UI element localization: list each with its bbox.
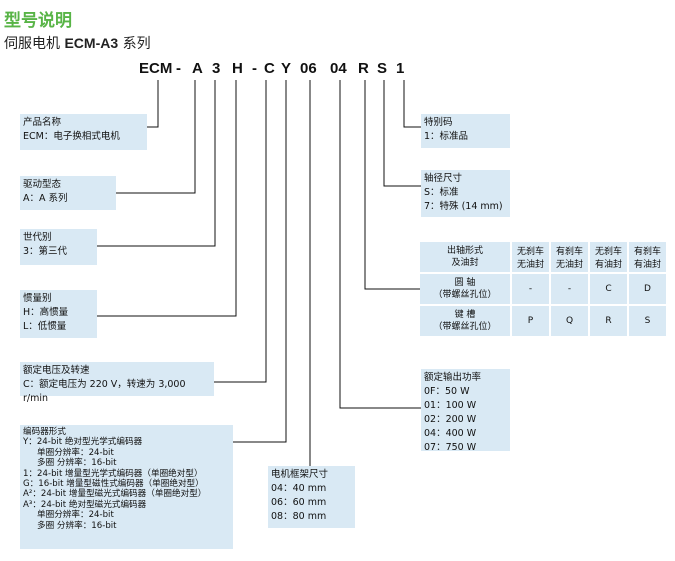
encoder-a3: A³：24-bit 绝对型磁光式编码器 xyxy=(23,499,147,510)
table-cell: - xyxy=(512,274,549,304)
rated-power-01: 01：100 W xyxy=(424,400,477,411)
inertia-low: L：低惯量 xyxy=(23,321,67,332)
table-cell: - xyxy=(551,274,588,304)
shaft-table-header-cell: 有刹车有油封 xyxy=(629,242,666,272)
product-name-title: 产品名称 xyxy=(23,117,62,128)
table-cell: P xyxy=(512,306,549,336)
rated-power-0f: 0F：50 W xyxy=(424,386,470,397)
code-h: H xyxy=(232,60,243,77)
encoder-box: 编码器形式 Y：24-bit 绝对型光学式编码器 单圈分辨率：24-bit 多圈… xyxy=(20,425,233,549)
generation-box: 世代别 3：第三代 xyxy=(20,229,97,265)
encoder-a3-multi: 多圈 分辨率：16-bit xyxy=(37,520,117,531)
table-cell: C xyxy=(590,274,627,304)
encoder-y-multi: 多圈 分辨率：16-bit xyxy=(37,458,117,469)
frame-08: 08：80 mm xyxy=(271,511,327,522)
code-04: 04 xyxy=(330,60,347,77)
encoder-y-single: 单圈分辨率：24-bit xyxy=(37,447,114,458)
drive-type-title: 驱动型态 xyxy=(23,179,62,190)
encoder-1: 1：24-bit 增量型光学式编码器（单圈绝对型） xyxy=(23,468,203,479)
page-subtitle: 伺服电机 ECM-A3 系列 xyxy=(4,33,151,53)
encoder-title: 编码器形式 xyxy=(23,427,66,437)
shaft-row-label: 圆 轴（带螺丝孔位） xyxy=(420,274,510,304)
code-3: 3 xyxy=(212,60,221,77)
shaft-row-label: 键 槽（带螺丝孔位） xyxy=(420,306,510,336)
encoder-a3-single: 单圈分辨率：24-bit xyxy=(37,510,114,521)
frame-box: 电机框架尺寸 04：40 mm 06：60 mm 08：80 mm xyxy=(268,466,355,528)
encoder-g: G：16-bit 增量型磁性式编码器（单圈绝对型） xyxy=(23,479,204,490)
table-cell: D xyxy=(629,274,666,304)
table-cell: Q xyxy=(551,306,588,336)
rated-voltage-title: 额定电压及转速 xyxy=(23,365,90,376)
drive-type-value: A：A 系列 xyxy=(23,193,68,204)
table-cell: R xyxy=(590,306,627,336)
table-row: 键 槽（带螺丝孔位） P Q R S xyxy=(420,306,666,336)
code-a: A xyxy=(192,60,203,77)
frame-04: 04：40 mm xyxy=(271,483,327,494)
subtitle-model: ECM-A3 xyxy=(64,35,119,51)
inertia-high: H：高惯量 xyxy=(23,307,69,318)
rated-voltage-value: C：额定电压为 220 V，转速为 3,000 r/min xyxy=(23,379,186,404)
shaft-table-header-cell: 无刹车无油封 xyxy=(512,242,549,272)
generation-title: 世代别 xyxy=(23,232,52,243)
code-dash-1: - xyxy=(176,60,181,77)
shaft-size-7: 7：特殊 (14 mm) xyxy=(424,201,503,212)
special-code-box: 特别码 1：标准品 xyxy=(421,114,510,148)
shaft-table-header-cell: 无刹车有油封 xyxy=(590,242,627,272)
shaft-table-header: 出轴形式及油封 无刹车无油封 有刹车无油封 无刹车有油封 有刹车有油封 xyxy=(420,242,666,272)
rated-power-box: 额定输出功率 0F：50 W 01：100 W 02：200 W 04：400 … xyxy=(421,369,510,453)
page-heading: 型号说明 xyxy=(4,11,72,31)
code-1: 1 xyxy=(396,60,405,77)
rated-power-07: 07：750 W xyxy=(424,442,477,453)
encoder-y: Y：24-bit 绝对型光学式编码器 xyxy=(23,437,143,448)
rated-voltage-box: 额定电压及转速 C：额定电压为 220 V，转速为 3,000 r/min xyxy=(20,362,214,404)
code-s: S xyxy=(377,60,388,77)
inertia-box: 惯量别 H：高惯量 L：低惯量 xyxy=(20,290,97,338)
shaft-table-header-cell: 有刹车无油封 xyxy=(551,242,588,272)
shaft-size-box: 轴径尺寸 S：标准 7：特殊 (14 mm) xyxy=(421,170,510,217)
rated-power-title: 额定输出功率 xyxy=(424,372,482,383)
subtitle-suffix: 系列 xyxy=(118,36,151,52)
shaft-option-table: 出轴形式及油封 无刹车无油封 有刹车无油封 无刹车有油封 有刹车有油封 圆 轴（… xyxy=(418,240,668,338)
frame-title: 电机框架尺寸 xyxy=(271,469,329,480)
code-ecm: ECM xyxy=(139,60,173,77)
product-name-box: 产品名称 ECM：电子换相式电机 xyxy=(20,114,147,150)
rated-power-04: 04：400 W xyxy=(424,428,477,439)
frame-06: 06：60 mm xyxy=(271,497,327,508)
subtitle-prefix: 伺服电机 xyxy=(4,36,65,52)
table-cell: S xyxy=(629,306,666,336)
shaft-size-title: 轴径尺寸 xyxy=(424,173,463,184)
shaft-table-corner: 出轴形式及油封 xyxy=(420,242,510,272)
code-dash-2: - xyxy=(252,60,257,77)
code-r: R xyxy=(358,60,369,77)
code-c: C xyxy=(264,60,275,77)
product-name-value: ECM：电子换相式电机 xyxy=(23,131,120,142)
code-y: Y xyxy=(281,60,292,77)
encoder-a2: A²：24-bit 增量型磁光式编码器（单圈绝对型） xyxy=(23,489,207,500)
table-row: 圆 轴（带螺丝孔位） - - C D xyxy=(420,274,666,304)
special-code-value: 1：标准品 xyxy=(424,131,469,142)
rated-power-02: 02：200 W xyxy=(424,414,477,425)
code-06: 06 xyxy=(300,60,317,77)
special-code-title: 特别码 xyxy=(424,117,453,128)
shaft-size-s: S：标准 xyxy=(424,187,459,198)
drive-type-box: 驱动型态 A：A 系列 xyxy=(20,176,116,210)
inertia-title: 惯量别 xyxy=(23,293,52,304)
generation-value: 3：第三代 xyxy=(23,246,68,257)
